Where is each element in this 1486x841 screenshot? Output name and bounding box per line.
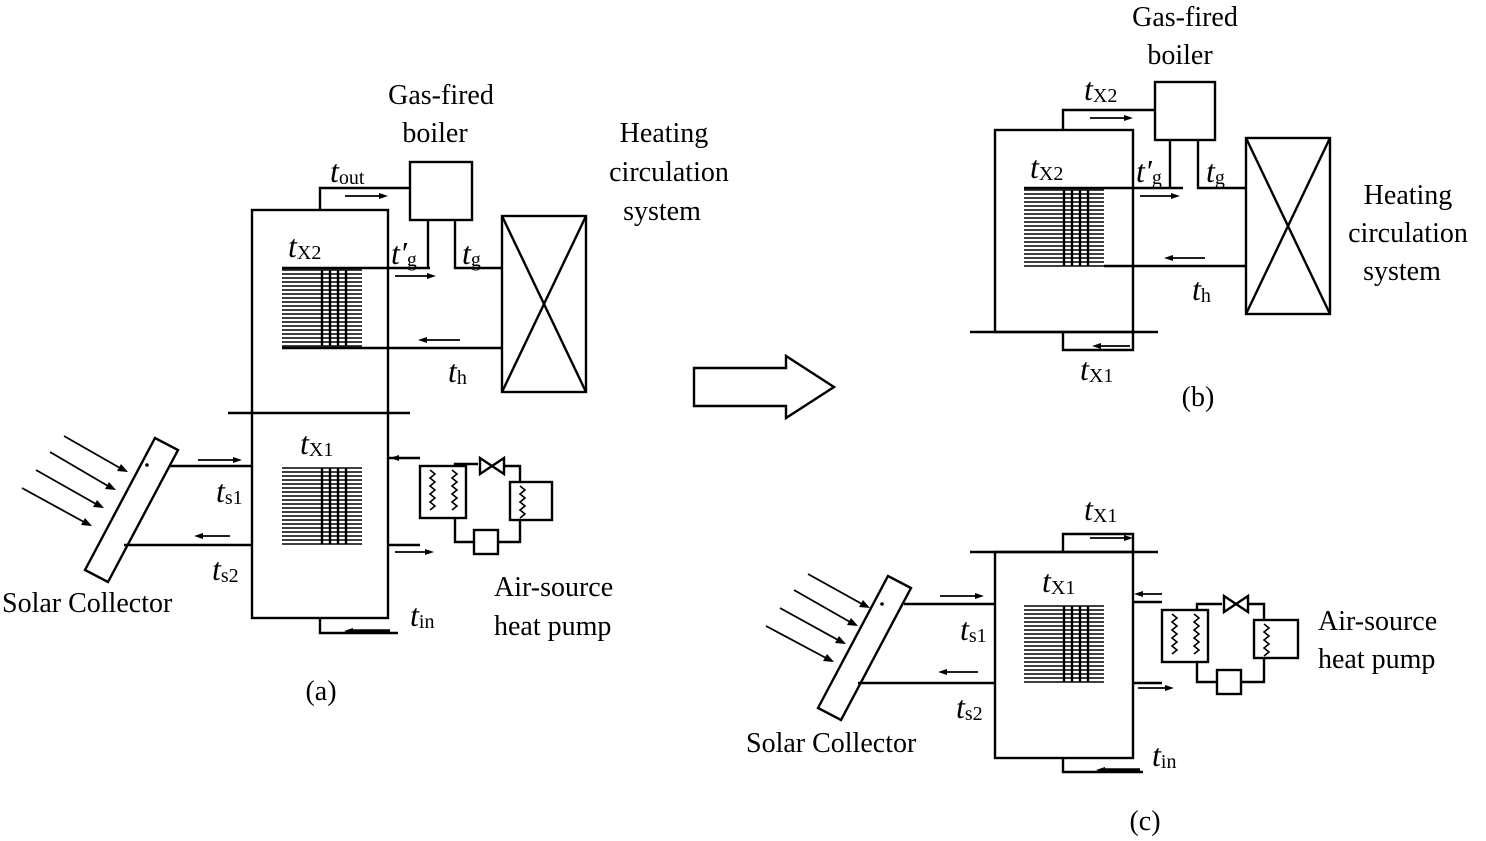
caption-b: (b): [1182, 382, 1215, 413]
sym-t-x2-top-b: tX2: [1084, 71, 1117, 107]
caption-c: (c): [1129, 806, 1160, 837]
heat-pump-c: [1133, 593, 1300, 696]
heating-label-a-2: circulation: [609, 157, 729, 188]
heating-label-b: Heating: [1364, 180, 1453, 211]
boiler-label-b-2: boiler: [1147, 40, 1213, 71]
sym-t-out-a: tout: [330, 153, 365, 189]
collector-label-a: Solar Collector: [2, 588, 173, 619]
sym-t-in-a: tin: [410, 597, 434, 633]
sym-t-s1-a: ts1: [216, 473, 243, 509]
heating-system-b: [1244, 136, 1332, 316]
sym-t-x1-a: tX1: [300, 425, 333, 461]
caption-a: (a): [305, 676, 336, 707]
heating-label-a: Heating: [620, 118, 709, 149]
boiler-label-a: Gas-fired: [388, 80, 494, 111]
panel-c: [765, 532, 1300, 774]
sym-t-g-b: tg: [1206, 153, 1225, 189]
sym-t-s1-c: ts1: [960, 611, 987, 647]
panel-a: [21, 160, 588, 635]
sym-t-x1-top-c: tX1: [1084, 491, 1117, 527]
boiler-label-a-2: boiler: [402, 118, 468, 149]
heat-pump-a: [388, 455, 554, 556]
coil-c: [1022, 604, 1106, 684]
gas-boiler-a: [408, 160, 474, 222]
sym-t-g-a: tg: [462, 235, 481, 271]
coil-b: [1022, 188, 1106, 268]
sym-t-x2-a: tX2: [288, 228, 321, 264]
upper-coil-a: [280, 268, 364, 348]
sym-t-in-c: tin: [1152, 737, 1176, 773]
flow-arrows-b: [1090, 115, 1205, 349]
sym-t-h-a: th: [448, 353, 467, 389]
heat-pump-label-c: Air-source: [1318, 606, 1437, 637]
heat-pump-label-c-2: heat pump: [1318, 644, 1435, 675]
heating-label-b-2: circulation: [1348, 218, 1468, 249]
sym-t-x1-c: tX1: [1042, 563, 1075, 599]
sun-rays-a: [21, 435, 128, 526]
heat-pump-label-a: Air-source: [494, 572, 613, 603]
sym-t-h-b: th: [1192, 271, 1211, 307]
heating-label-a-3: system: [623, 196, 701, 227]
boiler-label-b: Gas-fired: [1132, 2, 1238, 33]
sun-rays-c: [765, 573, 870, 662]
flow-arrows-c: [938, 535, 1174, 773]
sym-t-x1-b: tX1: [1080, 351, 1113, 387]
panel-b: [970, 80, 1332, 352]
heat-pump-label-a-2: heat pump: [494, 611, 611, 642]
gas-boiler-b: [1153, 80, 1217, 142]
solar-collector-a: [21, 435, 252, 584]
collector-label-c: Solar Collector: [746, 728, 917, 759]
lower-coil-a: [280, 466, 364, 546]
sym-t-s2-c: ts2: [956, 689, 983, 725]
sym-t-s2-a: ts2: [212, 551, 239, 587]
solar-collector-c: [765, 573, 995, 722]
heating-system-a: [500, 214, 588, 394]
sym-t-g-prime-b: t′g: [1136, 153, 1162, 189]
heating-label-b-3: system: [1363, 256, 1441, 287]
sym-t-x2-b: tX2: [1030, 149, 1063, 185]
transition-arrow: [692, 353, 837, 421]
sym-t-g-prime-a: t′g: [391, 235, 417, 271]
